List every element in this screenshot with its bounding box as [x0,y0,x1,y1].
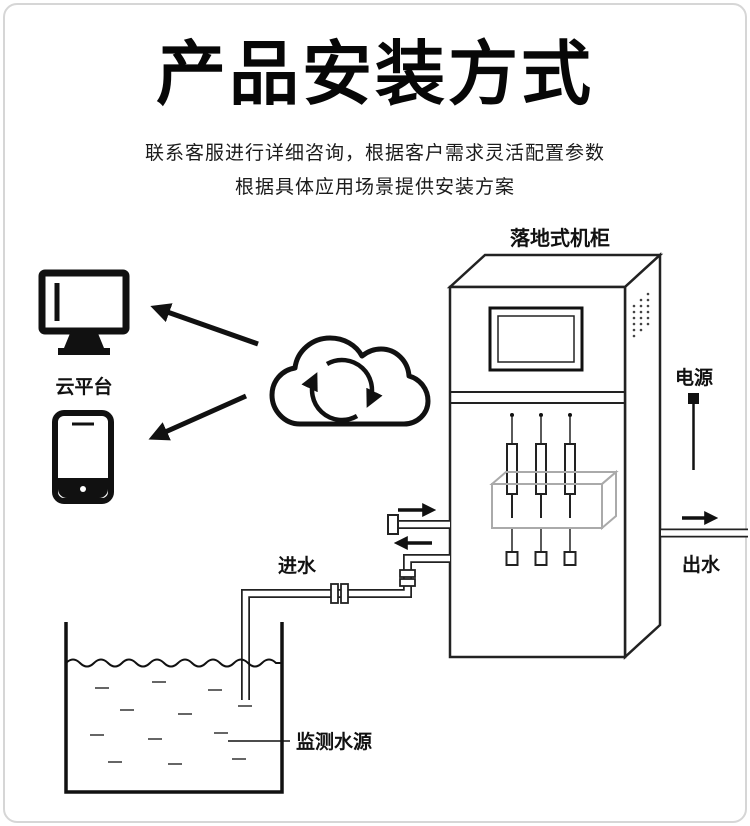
tank-walls [64,622,284,794]
inlet-pipe-lower [241,554,450,700]
page-title: 产品安装方式 [156,35,594,113]
cloud-platform-label: 云平台 [55,375,112,398]
cabinet-side-face [623,252,662,660]
probe [563,413,577,566]
water-source-label: 监测水源 [296,730,372,753]
water-surface [65,658,281,668]
smartphone-icon [52,410,114,504]
water-texture [90,681,252,765]
outlet-label: 出水 [682,553,721,576]
probe [534,413,548,566]
cloud-sync-icon [269,335,431,427]
cabinet-label: 落地式机柜 [510,226,610,250]
cabinet-illustration [446,252,664,660]
monitor-icon [38,269,130,355]
vent-grid [632,292,650,338]
pipe-valve [399,569,416,587]
arrow-to-phone [148,393,248,441]
subtitle-line-2: 根据具体应用场景提供安装方案 [234,177,515,198]
arrow-to-monitor [150,303,259,347]
water-tank [64,622,284,794]
power-label: 电源 [675,366,713,389]
subtitle-line-1: 联系客服进行详细咨询，根据客户需求灵活配置参数 [144,143,605,164]
sample-tank [489,469,619,531]
display-screen [488,306,584,372]
inlet-pipe-upper [387,514,450,535]
sensor-probes [505,413,577,566]
probe [505,413,519,566]
power-plug-icon [688,393,699,404]
inlet-label: 进水 [278,555,317,577]
installation-diagram: 云平台 落地式机柜 [38,226,748,794]
pipe-union [330,583,349,604]
